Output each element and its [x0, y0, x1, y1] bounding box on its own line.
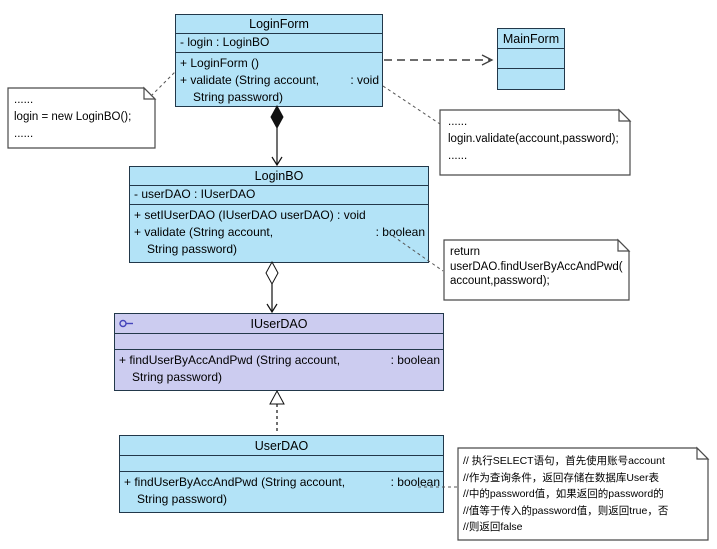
class-mainform-attributes — [498, 49, 564, 69]
attribute-row: - userDAO : IUserDAO — [134, 187, 256, 201]
interface-lollipop-icon — [119, 319, 133, 328]
method-row-continuation: String password) — [132, 370, 223, 384]
method-row: + validate (String account, : boolean — [134, 225, 425, 239]
class-name: LoginBO — [254, 169, 304, 183]
class-loginbo-methods: + setIUserDAO (IUserDAO userDAO) : void … — [130, 205, 428, 258]
interface-name: IUserDAO — [250, 316, 308, 331]
composition-connector — [270, 104, 284, 167]
note-select-comment[interactable]: // 执行SELECT语句，首先使用账号account //作为查询条件，返回存… — [463, 455, 669, 533]
method-row: + LoginForm () — [180, 56, 260, 70]
interface-iuserdao[interactable]: IUserDAO + findUserByAccAndPwd (String a… — [114, 313, 444, 391]
method-row-continuation: String password) — [147, 242, 238, 256]
aggregation-connector — [265, 260, 279, 314]
class-loginform-attributes: - login : LoginBO — [176, 34, 382, 53]
class-loginform-methods: + LoginForm () + validate (String accoun… — [176, 53, 382, 106]
class-name: UserDAO — [254, 438, 309, 453]
method-row-continuation: String password) — [137, 492, 228, 506]
note-link-validate — [382, 85, 441, 125]
note-link-new-loginbo — [150, 71, 176, 97]
note-validate-call[interactable]: ...... login.validate(account,password);… — [448, 116, 619, 162]
class-name: MainForm — [502, 31, 560, 46]
class-loginbo-title: LoginBO — [130, 167, 428, 186]
class-name: LoginForm — [249, 17, 309, 31]
note-return-call[interactable]: return userDAO.findUserByAccAndPwd( acco… — [450, 246, 623, 287]
class-userdao-title: UserDAO — [120, 436, 443, 456]
note-new-loginbo[interactable]: ...... login = new LoginBO(); ...... — [14, 94, 132, 140]
note-link-lines — [150, 71, 458, 488]
interface-iuserdao-methods: + findUserByAccAndPwd (String account, :… — [115, 350, 443, 386]
class-mainform-methods — [498, 69, 564, 89]
method-row: + setIUserDAO (IUserDAO userDAO) : void — [134, 208, 366, 222]
class-loginbo[interactable]: LoginBO - userDAO : IUserDAO + setIUserD… — [129, 166, 429, 263]
class-loginbo-attributes: - userDAO : IUserDAO — [130, 186, 428, 205]
class-loginform[interactable]: LoginForm - login : LoginBO + LoginForm … — [175, 14, 383, 107]
class-userdao-methods: + findUserByAccAndPwd (String account, :… — [120, 472, 443, 508]
dependency-connector — [384, 54, 494, 66]
class-mainform[interactable]: MainForm — [497, 28, 565, 90]
attribute-row: - login : LoginBO — [180, 35, 270, 49]
class-mainform-title: MainForm — [498, 29, 564, 49]
realization-connector — [269, 389, 285, 434]
method-row-continuation: String password) — [193, 90, 284, 104]
class-loginform-title: LoginForm — [176, 15, 382, 34]
interface-iuserdao-attributes — [115, 334, 443, 350]
class-userdao-attributes — [120, 456, 443, 472]
class-userdao[interactable]: UserDAO + findUserByAccAndPwd (String ac… — [119, 435, 444, 513]
method-row: + findUserByAccAndPwd (String account, :… — [124, 475, 440, 489]
method-row: + validate (String account, : void — [180, 73, 379, 87]
interface-iuserdao-title: IUserDAO — [115, 314, 443, 334]
method-row: + findUserByAccAndPwd (String account, :… — [119, 353, 440, 367]
